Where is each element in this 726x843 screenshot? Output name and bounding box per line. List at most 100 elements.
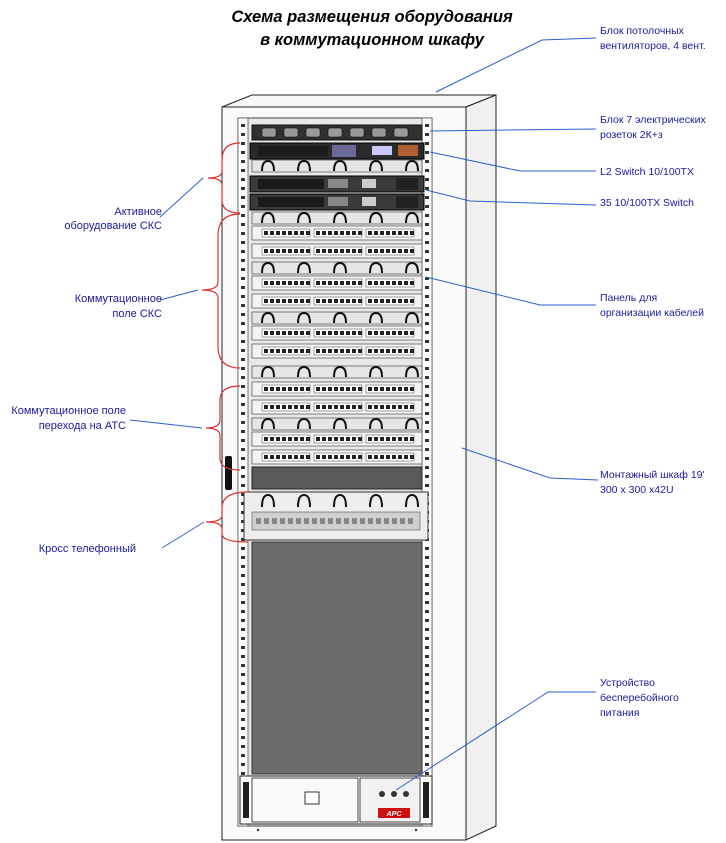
rail-hole	[241, 709, 245, 712]
rail-hole	[241, 187, 245, 190]
rail-hole	[425, 322, 429, 325]
power-socket	[393, 127, 409, 138]
rail-hole	[241, 286, 245, 289]
rail-hole	[241, 565, 245, 568]
patch-panel	[251, 399, 423, 415]
rail-hole	[425, 628, 429, 631]
label-ups-line2: бесперебойного	[600, 692, 679, 704]
label-l2-switch: L2 Switch 10/100TX	[600, 166, 694, 178]
rail-hole	[425, 169, 429, 172]
rail-hole	[425, 439, 429, 442]
rail-hole	[425, 772, 429, 775]
rail-hole	[425, 547, 429, 550]
rail-hole	[241, 250, 245, 253]
rail-hole	[425, 340, 429, 343]
rail-hole	[241, 205, 245, 208]
rail-hole	[241, 592, 245, 595]
power-socket	[371, 127, 387, 138]
rail-hole	[241, 142, 245, 145]
diagram-title-line2: в коммутационном шкафу	[260, 31, 485, 49]
rail-hole	[425, 556, 429, 559]
rail-hole	[241, 367, 245, 370]
left-braces	[201, 142, 249, 543]
rail-hole	[241, 340, 245, 343]
rail-hole	[241, 412, 245, 415]
rail-hole	[425, 430, 429, 433]
rail-hole	[241, 160, 245, 163]
patch-panel	[251, 381, 423, 397]
cable-organizer-panel	[251, 261, 423, 275]
rail-hole	[425, 700, 429, 703]
rail-hole	[241, 376, 245, 379]
brace-phone-cross	[205, 491, 249, 543]
cable-organizer-panel	[251, 211, 423, 225]
rail-hole	[241, 529, 245, 532]
rail-hole	[241, 241, 245, 244]
rail-hole	[241, 214, 245, 217]
rail-hole	[241, 727, 245, 730]
rail-hole	[425, 457, 429, 460]
rail-hole	[425, 484, 429, 487]
cable-ring	[405, 493, 419, 508]
rail-hole	[241, 718, 245, 721]
rail-hole	[241, 439, 245, 442]
rail-hole	[241, 547, 245, 550]
rail-hole	[425, 682, 429, 685]
rail-hole	[425, 385, 429, 388]
rail-hole	[425, 187, 429, 190]
rail-hole	[425, 376, 429, 379]
rail-hole	[425, 286, 429, 289]
rail-hole	[425, 466, 429, 469]
rail-hole	[425, 619, 429, 622]
rail-hole	[241, 646, 245, 649]
cable-ring	[369, 493, 383, 508]
cable-organizer-panel	[251, 417, 423, 431]
rail-hole	[425, 295, 429, 298]
rail-hole	[425, 151, 429, 154]
rail-hole	[425, 718, 429, 721]
right-labels: Блок потолочных вентиляторов, 4 вент. Бл…	[600, 25, 706, 719]
rail-hole	[425, 232, 429, 235]
rail-hole	[241, 619, 245, 622]
patch-panel	[251, 325, 423, 341]
rail-hole	[425, 448, 429, 451]
rail-hole	[241, 511, 245, 514]
cable-organizer-panel	[251, 311, 423, 325]
rail-hole	[425, 259, 429, 262]
left-rail	[237, 117, 249, 827]
patch-panel	[251, 449, 423, 465]
label-cabinet-line1: Монтажный шкаф 19'	[600, 469, 705, 481]
leader-lines	[129, 37, 599, 791]
rail-hole	[241, 484, 245, 487]
blank-panel-large	[251, 541, 423, 775]
rail-hole	[241, 304, 245, 307]
rail-hole	[241, 196, 245, 199]
brace-patch-field	[201, 213, 241, 369]
rail-hole	[425, 277, 429, 280]
rail-hole	[241, 610, 245, 613]
rail-hole	[241, 475, 245, 478]
rail-hole	[241, 133, 245, 136]
power-socket	[261, 127, 277, 138]
rail-hole	[241, 502, 245, 505]
rail-hole	[425, 358, 429, 361]
door-handle	[225, 456, 232, 490]
rail-hole	[425, 331, 429, 334]
rail-hole	[241, 628, 245, 631]
rail-hole	[241, 394, 245, 397]
rail-hole	[241, 745, 245, 748]
rail-hole	[425, 178, 429, 181]
rail-hole	[425, 736, 429, 739]
rail-hole	[241, 151, 245, 154]
rail-hole	[425, 268, 429, 271]
rail-hole	[425, 664, 429, 667]
rail-hole	[241, 430, 245, 433]
rail-hole	[241, 259, 245, 262]
rail-hole	[241, 754, 245, 757]
cable-organizer-panel	[251, 159, 423, 173]
rail-hole	[241, 403, 245, 406]
rail-hole	[425, 610, 429, 613]
cable-organizer-panel	[251, 365, 423, 379]
rail-hole	[425, 214, 429, 217]
label-pbx-field-line1: Коммутационное поле	[11, 405, 126, 417]
